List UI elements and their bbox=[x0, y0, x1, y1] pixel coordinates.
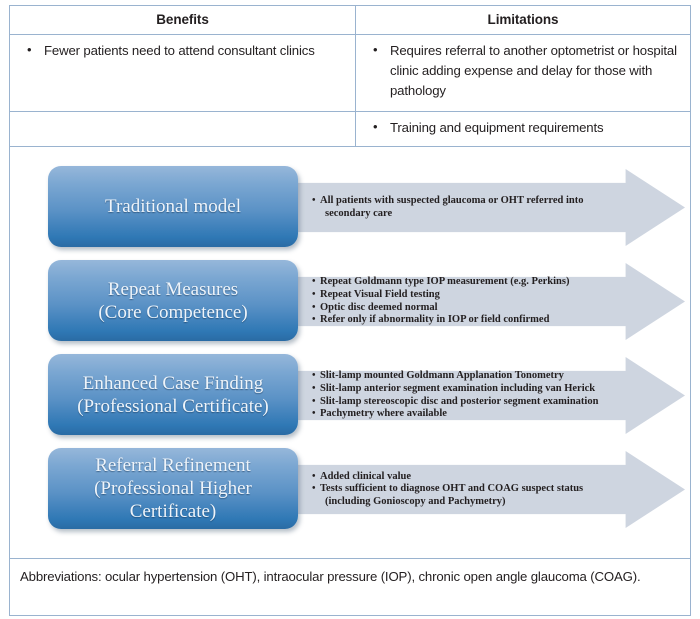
cell-footer: Abbreviations: ocular hypertension (OHT)… bbox=[9, 558, 691, 616]
cell-diagram: All patients with suspected glaucoma or … bbox=[9, 146, 691, 559]
header-label-benefits: Benefits bbox=[156, 12, 209, 27]
diagram-stage-2: Slit-lamp mounted Goldmann Applanation T… bbox=[10, 348, 689, 443]
list-item: Refer only if abnormality in IOP or fiel… bbox=[312, 314, 672, 327]
stage-label-line: Enhanced Case Finding bbox=[82, 372, 264, 394]
cell-benefits-1: Fewer patients need to attend consultant… bbox=[9, 34, 356, 112]
limitations-bullet-list-2: Training and equipment requirements bbox=[356, 112, 690, 146]
stage-box-repeat-measures[interactable]: Repeat Measures (Core Competence) bbox=[48, 260, 298, 341]
pathway-diagram: All patients with suspected glaucoma or … bbox=[10, 147, 689, 558]
arrow-content-1: Repeat Goldmann type IOP measurement (e.… bbox=[312, 254, 672, 349]
stage-label-3: Referral Refinement (Professional Higher… bbox=[86, 454, 260, 523]
list-item: Tests sufficient to diagnose OHT and COA… bbox=[312, 483, 672, 508]
stage-label-line: Traditional model bbox=[105, 196, 241, 217]
abbreviations-note: Abbreviations: ocular hypertension (OHT)… bbox=[20, 569, 641, 584]
table-row: Fewer patients need to attend consultant… bbox=[9, 34, 691, 112]
cell-limitations-2: Training and equipment requirements bbox=[355, 111, 691, 147]
arrow-content-3: Added clinical value Tests sufficient to… bbox=[312, 442, 672, 537]
benefits-limitations-table: Benefits Limitations Fewer patients need… bbox=[9, 5, 691, 616]
arrow-content-0: All patients with suspected glaucoma or … bbox=[312, 160, 672, 255]
list-item: Requires referral to another optometrist… bbox=[364, 40, 682, 101]
list-item: Fewer patients need to attend consultant… bbox=[18, 40, 347, 61]
list-item: Repeat Visual Field testing bbox=[312, 289, 672, 302]
stage-label-0: Traditional model bbox=[97, 195, 249, 218]
list-item: Slit-lamp stereoscopic disc and posterio… bbox=[312, 396, 672, 409]
list-item: Slit-lamp mounted Goldmann Applanation T… bbox=[312, 370, 672, 383]
cell-limitations-1: Requires referral to another optometrist… bbox=[355, 34, 691, 112]
list-item: Repeat Goldmann type IOP measurement (e.… bbox=[312, 276, 672, 289]
stage-box-enhanced-case-finding[interactable]: Enhanced Case Finding (Professional Cert… bbox=[48, 354, 298, 435]
stage-label-line: (Professional Higher bbox=[94, 478, 252, 499]
arrow-bullet-list-2: Slit-lamp mounted Goldmann Applanation T… bbox=[312, 370, 672, 420]
table-header-row: Benefits Limitations bbox=[9, 5, 691, 35]
stage-label-line: Certificate) bbox=[129, 501, 217, 522]
stage-box-referral-refinement[interactable]: Referral Refinement (Professional Higher… bbox=[48, 448, 298, 529]
arrow-bullet-list-3: Added clinical value Tests sufficient to… bbox=[312, 471, 672, 509]
list-item: Optic disc deemed normal bbox=[312, 302, 672, 315]
diagram-stage-3: Added clinical value Tests sufficient to… bbox=[10, 442, 689, 537]
stage-label-1: Repeat Measures (Core Competence) bbox=[90, 278, 255, 324]
list-item: Slit-lamp anterior segment examination i… bbox=[312, 383, 672, 396]
stage-label-2: Enhanced Case Finding (Professional Cert… bbox=[69, 372, 277, 418]
arrow-content-2: Slit-lamp mounted Goldmann Applanation T… bbox=[312, 348, 672, 443]
diagram-row: All patients with suspected glaucoma or … bbox=[9, 146, 691, 559]
benefits-bullet-list-1: Fewer patients need to attend consultant… bbox=[10, 35, 355, 69]
header-cell-benefits: Benefits bbox=[9, 5, 356, 35]
list-item: Added clinical value bbox=[312, 471, 672, 484]
arrow-bullet-list-0: All patients with suspected glaucoma or … bbox=[312, 195, 672, 220]
header-label-limitations: Limitations bbox=[487, 12, 559, 27]
footer-row: Abbreviations: ocular hypertension (OHT)… bbox=[9, 558, 691, 616]
arrow-bullet-list-1: Repeat Goldmann type IOP measurement (e.… bbox=[312, 276, 672, 326]
diagram-stage-1: Repeat Goldmann type IOP measurement (e.… bbox=[10, 254, 689, 349]
diagram-stage-0: All patients with suspected glaucoma or … bbox=[10, 160, 689, 255]
cell-benefits-2 bbox=[9, 111, 356, 147]
limitations-bullet-list-1: Requires referral to another optometrist… bbox=[356, 35, 690, 109]
list-item: Training and equipment requirements bbox=[364, 117, 682, 138]
list-item: All patients with suspected glaucoma or … bbox=[312, 195, 672, 220]
stage-label-line: (Core Competence) bbox=[98, 301, 248, 323]
list-item: Pachymetry where available bbox=[312, 408, 672, 421]
header-cell-limitations: Limitations bbox=[355, 5, 691, 35]
stage-label-line: Referral Refinement bbox=[95, 455, 251, 476]
stage-label-line: (Professional Certificate) bbox=[77, 395, 269, 417]
stage-label-line: Repeat Measures bbox=[107, 278, 239, 300]
table-row: Training and equipment requirements bbox=[9, 111, 691, 147]
stage-box-traditional-model[interactable]: Traditional model bbox=[48, 166, 298, 247]
